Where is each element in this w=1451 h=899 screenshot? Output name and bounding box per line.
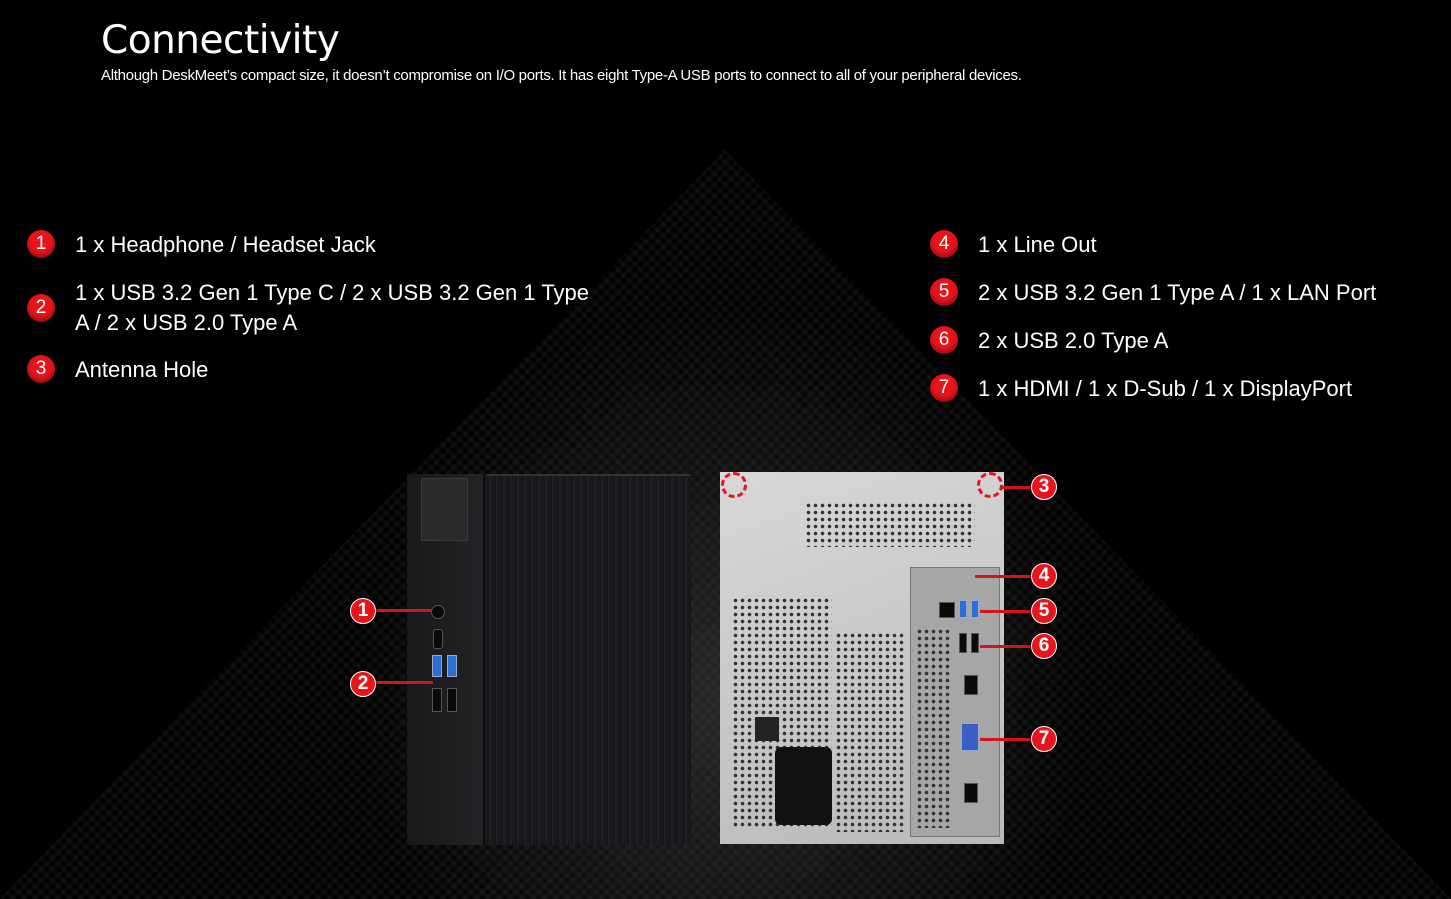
port-label: 1 x HDMI / 1 x D-Sub / 1 x DisplayPort bbox=[978, 376, 1353, 401]
callout-line bbox=[980, 738, 1035, 741]
front-view-image bbox=[407, 474, 691, 845]
number-badge: 5 bbox=[930, 278, 958, 306]
number-badge: 2 bbox=[27, 294, 55, 322]
callout-badge: 7 bbox=[1031, 726, 1057, 752]
port-label: 2 x USB 2.0 Type A bbox=[978, 328, 1169, 353]
callout-line bbox=[980, 645, 1035, 648]
hdmi-port bbox=[964, 675, 978, 695]
number-badge: 7 bbox=[930, 374, 958, 402]
usb-c-port bbox=[433, 629, 443, 649]
callout-line bbox=[975, 575, 1035, 578]
displayport bbox=[964, 783, 978, 803]
callout-badge: 1 bbox=[350, 598, 376, 624]
usb3-port bbox=[971, 600, 979, 618]
power-button bbox=[421, 478, 468, 541]
antenna-hole-marker bbox=[977, 472, 1003, 498]
power-switch bbox=[755, 717, 779, 741]
usb3-port bbox=[432, 655, 442, 677]
callout-badge: 6 bbox=[1031, 633, 1057, 659]
callout-badge: 2 bbox=[350, 671, 376, 697]
port-list-item: 4 1 x Line Out bbox=[930, 230, 1097, 260]
callout-line bbox=[370, 681, 433, 684]
port-label: 1 x Headphone / Headset Jack bbox=[75, 232, 376, 257]
port-list-item: 5 2 x USB 3.2 Gen 1 Type A / 1 x LAN Port bbox=[930, 278, 1376, 308]
callout-line bbox=[370, 609, 432, 612]
port-label: Antenna Hole bbox=[75, 357, 209, 382]
usb3-port bbox=[959, 600, 967, 618]
port-list-item: 7 1 x HDMI / 1 x D-Sub / 1 x DisplayPort bbox=[930, 374, 1352, 404]
callout-badge: 4 bbox=[1031, 563, 1057, 589]
lan-port bbox=[939, 602, 955, 618]
front-panel bbox=[407, 474, 485, 845]
usb2-port bbox=[971, 633, 979, 653]
port-label: 2 x USB 3.2 Gen 1 Type A / 1 x LAN Port bbox=[978, 280, 1377, 305]
port-label: 1 x USB 3.2 Gen 1 Type C / 2 x USB 3.2 G… bbox=[75, 280, 590, 335]
vent-grill bbox=[916, 628, 951, 828]
port-label: 1 x Line Out bbox=[978, 232, 1097, 257]
callout-badge: 5 bbox=[1031, 598, 1057, 624]
usb2-port bbox=[959, 633, 967, 653]
vent-grill bbox=[835, 632, 905, 832]
io-shield bbox=[910, 567, 1000, 837]
callout-badge: 3 bbox=[1031, 474, 1057, 500]
port-list-item: 2 1 x USB 3.2 Gen 1 Type C / 2 x USB 3.2 … bbox=[27, 278, 607, 338]
port-list-item: 1 1 x Headphone / Headset Jack bbox=[27, 230, 376, 260]
port-list-item: 3 Antenna Hole bbox=[27, 355, 208, 385]
number-badge: 3 bbox=[27, 355, 55, 383]
usb2-port bbox=[432, 688, 442, 712]
callout-line bbox=[980, 610, 1035, 613]
usb2-port bbox=[447, 688, 457, 712]
usb3-port bbox=[447, 655, 457, 677]
number-badge: 4 bbox=[930, 230, 958, 258]
page-title: Connectivity bbox=[101, 18, 340, 63]
rear-view-image bbox=[720, 472, 1004, 844]
power-inlet bbox=[775, 747, 832, 825]
number-badge: 6 bbox=[930, 326, 958, 354]
side-cover bbox=[487, 474, 691, 845]
vga-port bbox=[961, 723, 979, 751]
antenna-hole-marker bbox=[721, 472, 747, 498]
headphone-jack bbox=[431, 605, 445, 619]
page-subtitle: Although DeskMeet’s compact size, it doe… bbox=[101, 67, 1022, 84]
callout-line bbox=[1000, 486, 1036, 489]
port-list-item: 6 2 x USB 2.0 Type A bbox=[930, 326, 1168, 356]
vent-grill bbox=[805, 502, 975, 547]
number-badge: 1 bbox=[27, 230, 55, 258]
